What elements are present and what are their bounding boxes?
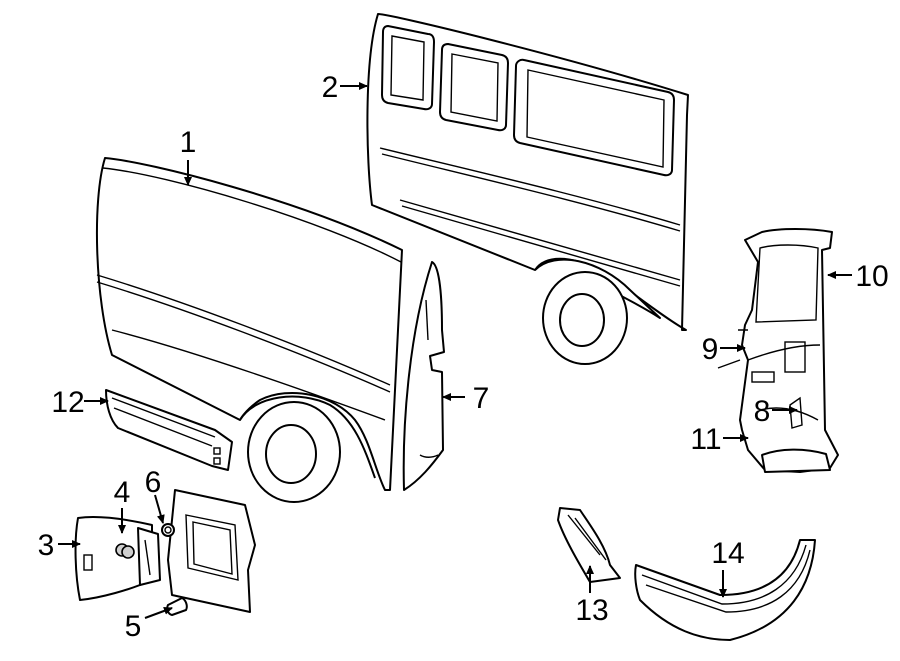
callout-2: 2 — [322, 71, 339, 104]
splash-shield — [557, 507, 621, 583]
callout-7: 7 — [473, 382, 490, 415]
side-panel-rear — [95, 157, 403, 503]
callout-8: 8 — [754, 395, 771, 428]
callout-9: 9 — [702, 333, 719, 366]
callout-5: 5 — [125, 610, 142, 643]
callout-12: 12 — [51, 386, 84, 419]
leader-6 — [154, 494, 165, 524]
pillar-extension — [402, 261, 445, 491]
callout-6: 6 — [145, 466, 162, 499]
wheel-opening-molding — [634, 539, 816, 641]
callout-3: 3 — [38, 529, 55, 562]
leader-lines — [58, 82, 852, 619]
callout-4: 4 — [114, 476, 131, 509]
fuel-door-assembly — [74, 489, 256, 616]
callout-11: 11 — [690, 423, 721, 456]
callout-labels: 1 2 3 4 5 6 7 8 9 10 11 12 13 14 — [38, 71, 889, 643]
callout-13: 13 — [575, 594, 608, 627]
leader-5 — [144, 607, 173, 619]
callout-14: 14 — [711, 537, 744, 570]
rear-pillar-assembly — [717, 228, 839, 473]
side-panel-front-windows — [366, 13, 689, 365]
callout-1: 1 — [180, 126, 197, 159]
callout-10: 10 — [855, 260, 888, 293]
